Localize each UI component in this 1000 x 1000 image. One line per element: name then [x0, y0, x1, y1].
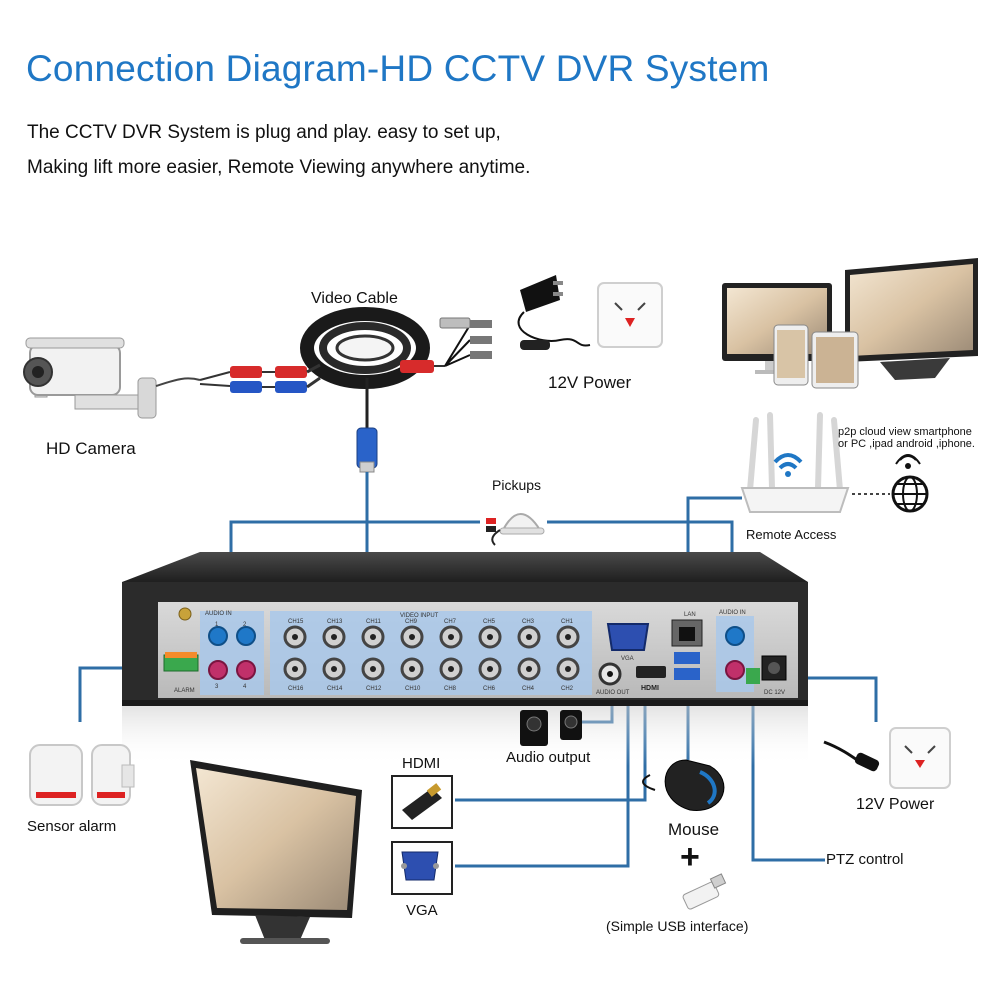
antenna-jack — [178, 607, 192, 621]
channel-label: CH10 — [405, 686, 421, 692]
remote-note-line-2: or PC ,ipad android ,iphone. — [838, 438, 975, 450]
channel-label: CH9 — [405, 619, 418, 625]
hdmi-cable-icon — [391, 775, 453, 829]
plus-sign: + — [680, 838, 700, 876]
dc-label: DC 12V — [764, 690, 785, 696]
bnc-connector-pin — [331, 634, 337, 640]
wall-socket-right-icon — [889, 727, 951, 789]
bnc-connector-pin — [292, 666, 298, 672]
bnc-connector-pin — [292, 634, 298, 640]
bnc-connector-pin — [526, 666, 532, 672]
alarm-label: ALARM — [174, 688, 195, 694]
bnc-connector-pin — [448, 634, 454, 640]
mouse-label: Mouse — [668, 820, 720, 839]
channel-label: CH5 — [483, 619, 496, 625]
channel-label: CH13 — [327, 619, 343, 625]
vga-cable-icon — [391, 841, 453, 895]
router-icon — [740, 412, 850, 513]
speakers-icon — [520, 710, 582, 746]
mouse-icon — [642, 759, 725, 811]
sensor-alarm-label: Sensor alarm — [27, 818, 117, 835]
lan-label: LAN — [684, 612, 696, 618]
channel-label: CH11 — [366, 619, 382, 625]
audio-output-label: Audio output — [506, 749, 591, 766]
usb-interface-label: (Simple USB interface) — [606, 918, 749, 934]
bnc-connectors — [283, 625, 580, 681]
signal-icon — [895, 454, 921, 469]
intro-line-1: The CCTV DVR System is plug and play. ea… — [27, 122, 501, 143]
video-input-label: VIDEO INPUT — [400, 613, 439, 619]
bnc-connector-pin — [565, 634, 571, 640]
hd-camera-label: HD Camera — [46, 439, 136, 458]
power-right-label: 12V Power — [856, 796, 935, 813]
hdmi-label: HDMI — [402, 755, 441, 772]
bnc-connector-pin — [370, 634, 376, 640]
hd-camera-icon — [23, 337, 201, 419]
monitor-bottom-icon — [190, 760, 362, 944]
channel-label: CH3 — [522, 619, 535, 625]
remote-note-line-1: p2p cloud view smartphone — [838, 426, 972, 438]
bnc-connector-pin — [565, 666, 571, 672]
audio-out-jack — [598, 662, 622, 686]
audio-in-right-label: AUDIO IN — [719, 610, 746, 616]
ptz-control-label: PTZ control — [826, 851, 904, 868]
audio-in-right-jacks — [725, 626, 745, 680]
audio-in-left-label: AUDIO IN — [205, 611, 232, 617]
channel-label: CH15 — [288, 619, 304, 625]
usb-ports-icon — [674, 652, 700, 680]
audio-in-number-3: 3 — [215, 684, 219, 690]
audio-in-left-jacks — [208, 626, 256, 680]
sensor-alarm-icon — [29, 744, 135, 806]
pickups-label: Pickups — [492, 477, 542, 493]
channel-label: CH7 — [444, 619, 457, 625]
lan-port-icon — [671, 619, 703, 647]
monitor-group-top-icon — [722, 258, 978, 389]
channel-label: CH8 — [444, 686, 457, 692]
channel-label: CH14 — [327, 686, 343, 692]
channel-label: CH12 — [366, 686, 382, 692]
audio-in-number-2: 2 — [243, 622, 247, 628]
bnc-connector-pin — [487, 666, 493, 672]
vga-label: VGA — [406, 902, 438, 919]
bnc-connector-pin — [370, 666, 376, 672]
video-cable-label: Video Cable — [311, 290, 398, 307]
channel-label: CH2 — [561, 686, 574, 692]
power-adapter-icon — [517, 275, 591, 350]
hdmi-port-icon — [636, 666, 666, 678]
bnc-connector-pin — [448, 666, 454, 672]
audio-in-number-4: 4 — [243, 684, 247, 690]
bnc-connector-pin — [331, 666, 337, 672]
dvr-reflection — [122, 706, 808, 766]
audio-in-number-1: 1 — [215, 622, 219, 628]
usb-stick-icon — [682, 873, 727, 910]
channel-label: CH1 — [561, 619, 574, 625]
bnc-connector-pin — [409, 634, 415, 640]
dc-power-jack — [746, 655, 787, 684]
globe-icon — [891, 475, 929, 513]
audio-out-label: AUDIO OUT — [596, 690, 630, 696]
channel-label: CH6 — [483, 686, 496, 692]
bnc-connector-pin — [409, 666, 415, 672]
intro-line-2: Making lift more easier, Remote Viewing … — [27, 157, 531, 178]
bnc-connector-pin — [487, 634, 493, 640]
video-cable-icon — [199, 307, 492, 473]
power-plug-right-icon — [823, 740, 880, 772]
channel-label: CH16 — [288, 686, 304, 692]
vga-port-icon — [606, 623, 650, 651]
bnc-connector-pin — [526, 634, 532, 640]
channel-label: CH4 — [522, 686, 535, 692]
page-title: Connection Diagram-HD CCTV DVR System — [26, 48, 770, 89]
alarm-terminal — [163, 652, 199, 672]
power-top-label: 12V Power — [548, 373, 632, 392]
remote-access-label: Remote Access — [746, 527, 837, 542]
pickup-microphone-icon — [486, 513, 545, 546]
vga-port-label: VGA — [621, 656, 634, 662]
wall-socket-top-icon — [597, 282, 663, 348]
hdmi-port-label: HDMI — [641, 685, 659, 692]
